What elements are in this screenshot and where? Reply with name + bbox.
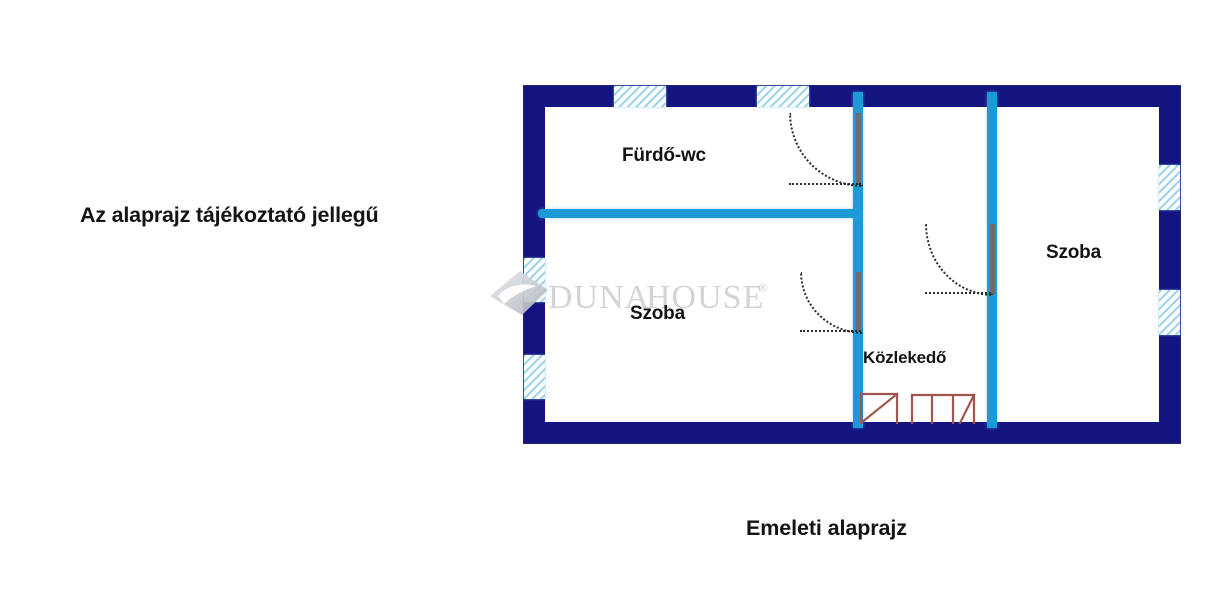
door-swing-arc-furdo-wc (789, 113, 863, 187)
window-right-upper (1159, 165, 1180, 210)
room-label-kozlekedo: Közlekedő (863, 348, 947, 367)
window-top-right (757, 86, 809, 107)
plan-caption: Emeleti alaprajz (746, 516, 907, 540)
door-swing-arc-szoba-left (800, 272, 863, 334)
window-left-lower (524, 355, 545, 399)
door-swing-arc-szoba-right (925, 224, 993, 296)
watermark-registered-mark: ® (758, 280, 768, 295)
window-top-left (614, 86, 666, 107)
interior-wall-vertical-left (853, 92, 863, 428)
door-threshold-szoba-right (925, 292, 991, 294)
outer-wall-bottom (524, 422, 1180, 443)
window-right-lower (1159, 290, 1180, 335)
room-label-szoba-left: Szoba (630, 303, 685, 324)
room-label-szoba-right: Szoba (1046, 242, 1101, 263)
staircase-icon (860, 392, 988, 424)
plan-disclaimer-text: Az alaprajz tájékoztató jellegű (80, 203, 379, 227)
window-left-upper (524, 258, 545, 302)
door-threshold-furdo-wc (789, 183, 861, 185)
interior-wall-horizontal (538, 209, 860, 218)
room-label-furdo-wc: Fürdő-wc (622, 145, 706, 166)
outer-wall-right (1159, 86, 1180, 443)
door-threshold-szoba-left (800, 330, 861, 332)
outer-wall-top (524, 86, 1180, 107)
